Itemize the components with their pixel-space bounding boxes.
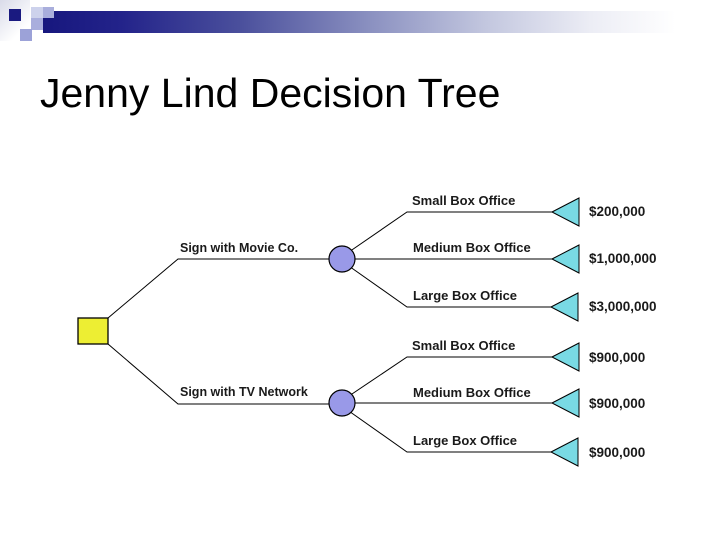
outcome-label-tv-large: Large Box Office	[413, 433, 518, 448]
deco-square-light	[31, 7, 43, 18]
outcome-label-movie-small: Small Box Office	[412, 193, 516, 208]
chance-node-tv-icon	[328, 389, 356, 417]
deco-square-navy	[9, 9, 21, 21]
payoff-terminal-icon	[550, 197, 580, 227]
deco-square-lavender	[31, 18, 43, 30]
payoff-value-tv-large: $900,000	[589, 445, 646, 460]
chance-node-movie-icon	[328, 245, 356, 273]
outcome-label-movie-large: Large Box Office	[413, 288, 518, 303]
tree-branch-lines	[107, 211, 552, 453]
payoff-terminal-icon	[549, 437, 579, 467]
branch-label-movie: Sign with Movie Co.	[180, 241, 299, 255]
payoff-terminal-icon	[550, 342, 580, 372]
payoff-value-movie-large: $3,000,000	[589, 299, 657, 314]
deco-square-mid	[43, 7, 54, 18]
branch-label-tv: Sign with TV Network	[180, 385, 308, 399]
outcome-label-tv-small: Small Box Office	[412, 338, 516, 353]
slide-title: Jenny Lind Decision Tree	[40, 70, 501, 116]
payoff-terminal-icon	[550, 244, 580, 274]
payoff-value-tv-small: $900,000	[589, 350, 646, 365]
outcome-label-tv-medium: Medium Box Office	[413, 385, 531, 400]
payoff-value-movie-small: $200,000	[589, 204, 646, 219]
payoff-value-tv-medium: $900,000	[589, 396, 646, 411]
payoff-terminal-icon	[549, 292, 579, 322]
payoff-terminal-icon	[550, 388, 580, 418]
outcome-label-movie-medium: Medium Box Office	[413, 240, 531, 255]
decision-node-icon	[77, 317, 109, 345]
header-gradient-bar	[43, 11, 695, 33]
payoff-value-movie-medium: $1,000,000	[589, 251, 657, 266]
deco-square-purple	[20, 29, 32, 41]
